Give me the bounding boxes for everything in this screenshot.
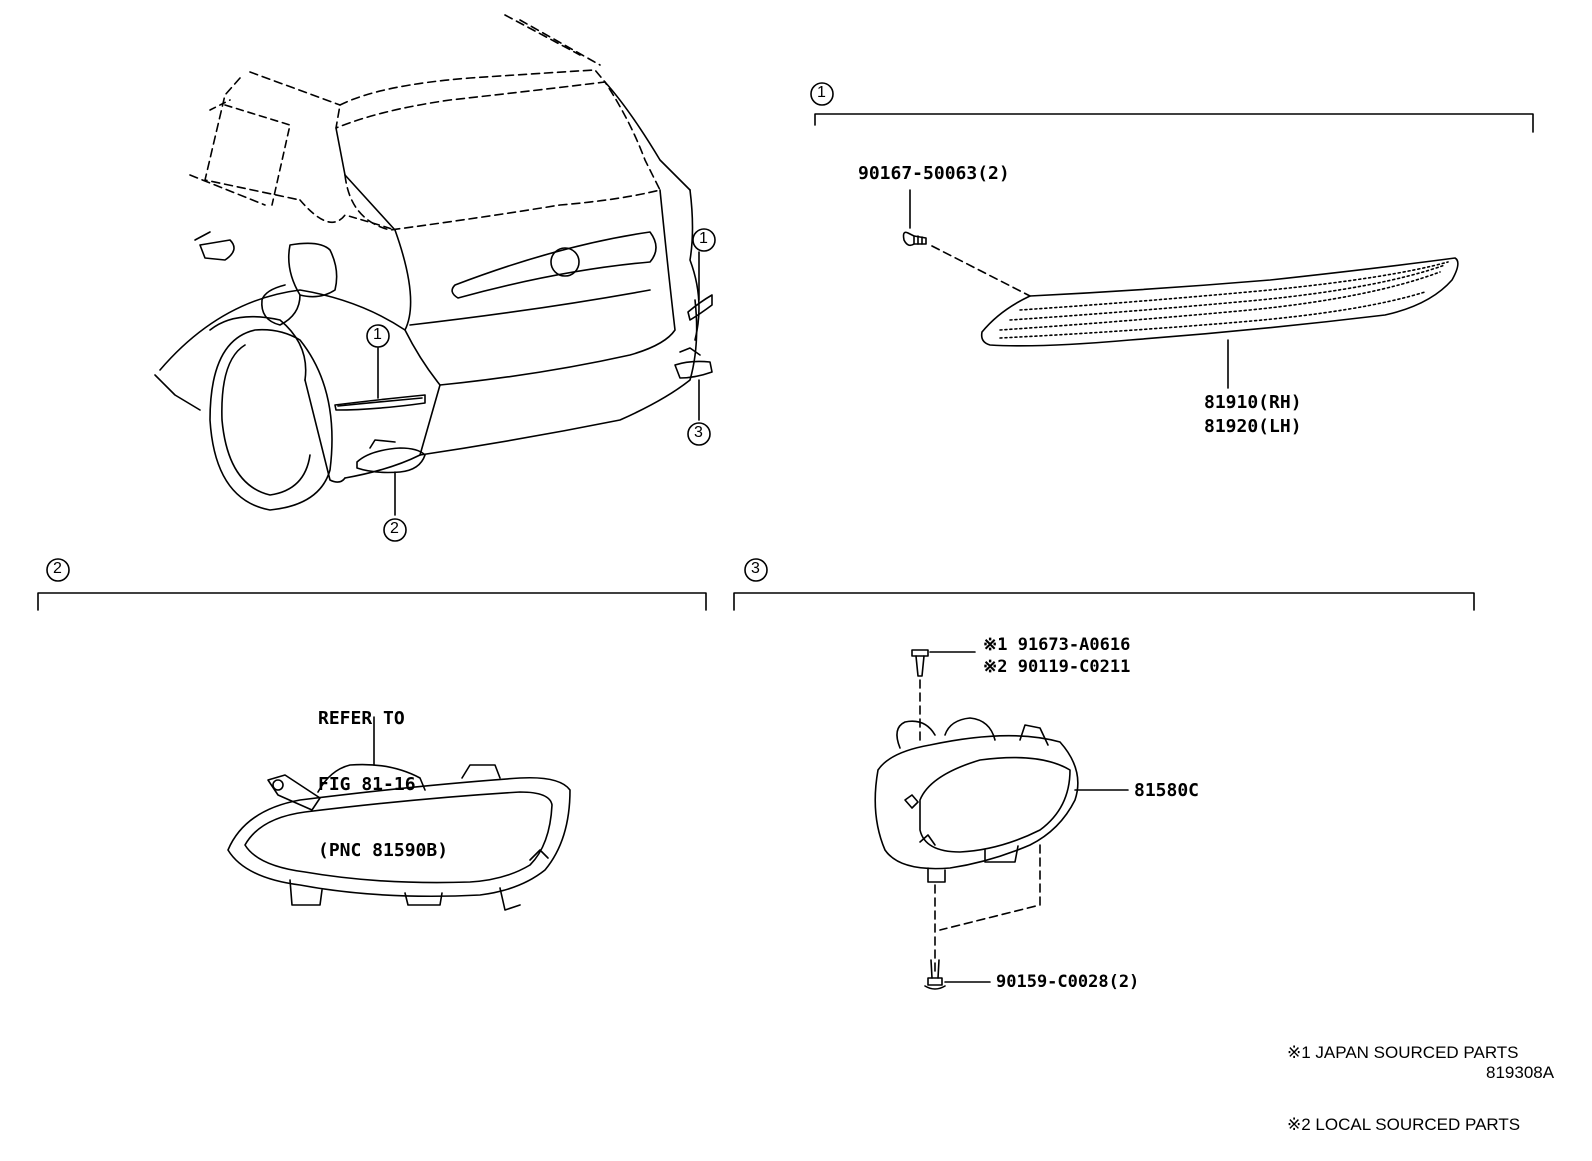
car-callouts — [366, 228, 716, 542]
footnote-japan-sourced: ※1 JAPAN SOURCED PARTS — [1287, 1043, 1519, 1062]
callout-1-car-rh: 1 — [699, 230, 708, 247]
diagram-drawing — [37, 14, 1534, 990]
part-label-81910-rh: 81910(RH) — [1204, 392, 1302, 413]
section-3-frame — [733, 558, 1475, 611]
part-label-81580c: 81580C — [1134, 780, 1200, 801]
part-label-90167-50063: 90167-50063(2) — [858, 163, 1010, 184]
refer-line-1: REFER TO — [318, 708, 405, 729]
callout-1-section: 1 — [817, 84, 826, 101]
diagram-code: 819308A — [1486, 1063, 1555, 1082]
callout-3-section: 3 — [751, 560, 760, 577]
callout-1-car: 1 — [373, 326, 382, 343]
part-label-90159-c0028: 90159-C0028(2) — [996, 972, 1140, 992]
callout-2-section: 2 — [53, 560, 62, 577]
section-1-frame — [810, 82, 1534, 133]
callout-2-car: 2 — [390, 520, 399, 537]
fog-lamp-left — [227, 716, 571, 911]
refer-line-3: (PNC 81590B) — [318, 840, 449, 861]
footnote-local-sourced: ※2 LOCAL SOURCED PARTS — [1287, 1115, 1521, 1134]
car-rear-illustration — [154, 14, 713, 516]
refer-line-2: FIG 81-16 — [318, 774, 416, 795]
refer-note: REFER TO FIG 81-16 (PNC 81590B) — [318, 664, 448, 884]
section-2-frame — [37, 558, 707, 611]
part-label-81920-lh: 81920(LH) — [1204, 416, 1302, 437]
fog-lamp-right — [874, 649, 1129, 990]
part-label-91673-a0616: ※1 91673-A0616 — [983, 635, 1131, 655]
reflector-assembly — [902, 189, 1459, 389]
callout-3-car: 3 — [694, 424, 703, 441]
parts-diagram: 1 2 1 3 1 2 3 90167-50063(2) 81910(RH) 8… — [37, 14, 1555, 1134]
part-label-90119-c0211: ※2 90119-C0211 — [983, 657, 1131, 677]
